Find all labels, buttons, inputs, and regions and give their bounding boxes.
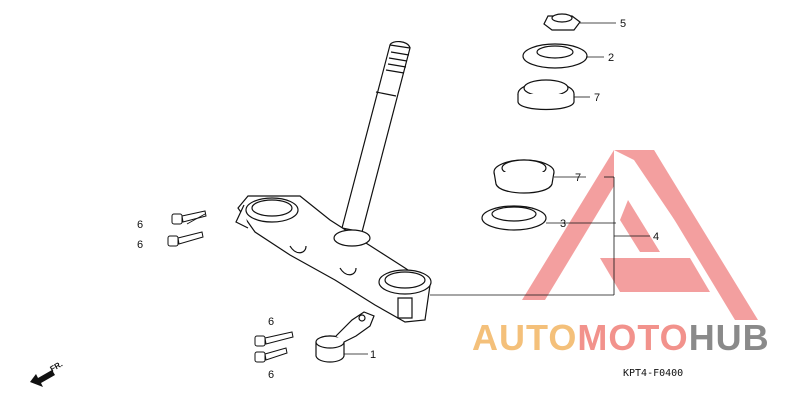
watermark-text: AUTOMOTOHUB <box>472 317 770 358</box>
callout-4: 4 <box>653 231 659 243</box>
bearing-stack-lower <box>481 159 555 231</box>
callout-1: 1 <box>370 349 376 361</box>
front-direction-arrow: FR. <box>30 359 64 387</box>
callout-5: 5 <box>620 18 626 30</box>
watermark-hub: HUB <box>689 317 770 358</box>
callout-6-c: 6 <box>268 316 274 328</box>
bolt-upper-2 <box>167 231 204 247</box>
bottom-bridge <box>235 195 432 323</box>
race-3 <box>481 205 547 231</box>
bolt-upper-1 <box>171 210 207 225</box>
watermark-moto: MOTO <box>577 317 688 358</box>
front-direction-label: FR. <box>49 359 65 373</box>
bolt-lower-1 <box>254 331 294 347</box>
leader-lines <box>186 22 650 355</box>
bearing-stack-upper <box>517 13 588 111</box>
callout-6-b: 6 <box>137 239 143 251</box>
bolt-group <box>167 210 294 363</box>
watermark-auto: AUTO <box>472 317 577 358</box>
locknut-5 <box>543 13 581 31</box>
callout-6-a: 6 <box>137 219 143 231</box>
callout-2: 2 <box>608 52 614 64</box>
callout-3: 3 <box>560 218 566 230</box>
cable-clamp <box>315 311 375 363</box>
callout-7-upper: 7 <box>594 92 600 104</box>
steering-stem <box>341 41 411 233</box>
bolt-lower-2 <box>254 347 288 363</box>
bearing-7-lower <box>493 159 555 194</box>
race-2 <box>522 43 588 69</box>
callout-7-lower: 7 <box>575 172 581 184</box>
watermark-logo <box>522 150 758 320</box>
callout-6-d: 6 <box>268 369 274 381</box>
drawing-code: KPT4-F0400 <box>623 368 683 379</box>
bearing-7-upper <box>517 79 575 111</box>
